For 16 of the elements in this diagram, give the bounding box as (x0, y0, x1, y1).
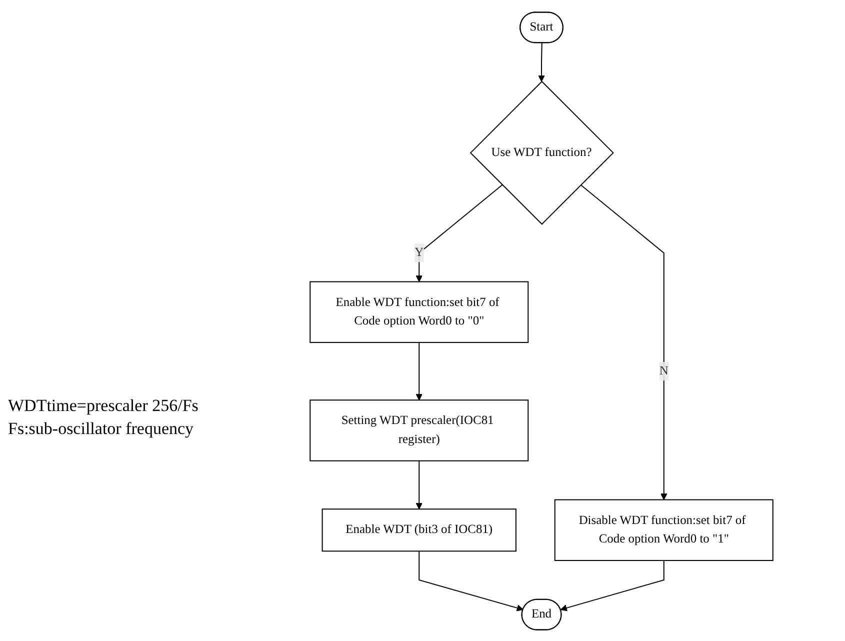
edge-label: Y (414, 245, 424, 259)
arrow (418, 550, 524, 611)
node-box: Disable WDT function:set bit7 of Code option Word0 to "1" (554, 498, 774, 560)
note-text: Fs:sub-oscillator frequency (8, 418, 195, 440)
arrow (560, 560, 664, 611)
node-diamond: Use WDT function? (470, 80, 614, 224)
arrow (416, 184, 503, 282)
arrow (580, 184, 668, 500)
node-box: Enable WDT function:set bit7 of Code option Word0 to "0" (310, 280, 529, 342)
note-text: WDTtime=prescaler 256/Fs (8, 395, 200, 418)
node-box: Setting WDT prescaler(IOC81 register) (310, 399, 529, 461)
edge-label: N (659, 364, 668, 378)
arrow (416, 460, 423, 509)
arrow (538, 42, 545, 82)
node-box: Enable WDT (bit3 of IOC81) (322, 508, 516, 552)
arrow (416, 342, 423, 400)
